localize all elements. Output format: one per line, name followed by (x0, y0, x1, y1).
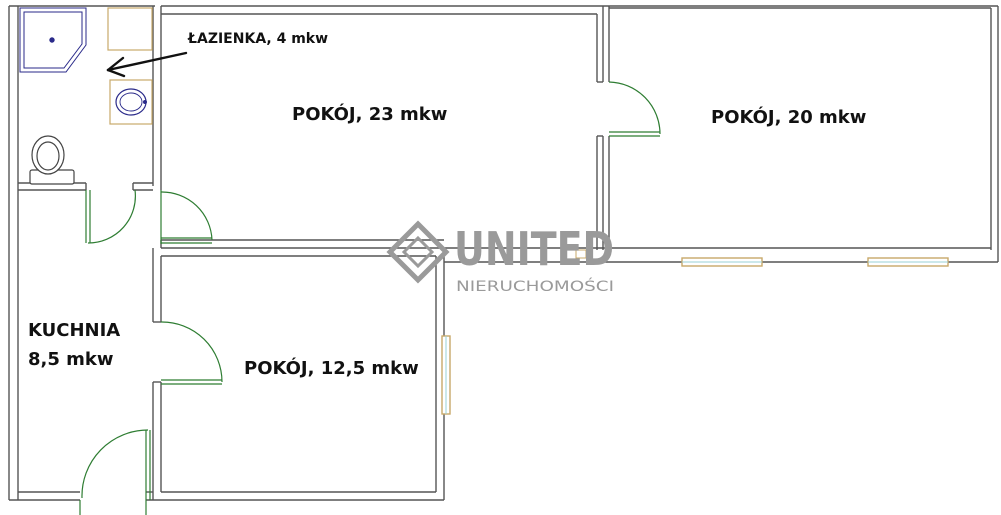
door-entrance (79, 429, 151, 515)
walls (8, 5, 999, 501)
shower-icon (19, 7, 87, 73)
bathroom-fixtures (19, 7, 188, 185)
window-room-23 (575, 249, 587, 259)
watermark: UNITED NIERUCHOMOŚCI (386, 220, 614, 295)
room-20-label: POKÓJ, 20 mkw (711, 106, 866, 128)
door-room-23 (160, 190, 213, 244)
sink-icon (109, 79, 153, 125)
windows (441, 249, 949, 415)
watermark-subtitle: NIERUCHOMOŚCI (456, 277, 614, 295)
kitchen-label-line2: 8,5 mkw (28, 349, 114, 370)
door-bathroom (85, 189, 136, 244)
room-12-5-label: POKÓJ, 12,5 mkw (244, 357, 419, 379)
door-room-12-5 (160, 321, 223, 385)
toilet-icon (29, 135, 75, 185)
bathroom-label: ŁAZIENKA, 4 mkw (187, 31, 328, 47)
kitchen-label-line1: KUCHNIA (28, 320, 120, 341)
cabinet (107, 7, 153, 51)
doors (79, 81, 661, 515)
watermark-brand: UNITED (454, 222, 614, 276)
room-23-label: POKÓJ, 23 mkw (292, 103, 447, 125)
door-room-20 (608, 81, 661, 137)
watermark-logo-icon (386, 220, 450, 284)
arrow-icon (106, 51, 188, 78)
